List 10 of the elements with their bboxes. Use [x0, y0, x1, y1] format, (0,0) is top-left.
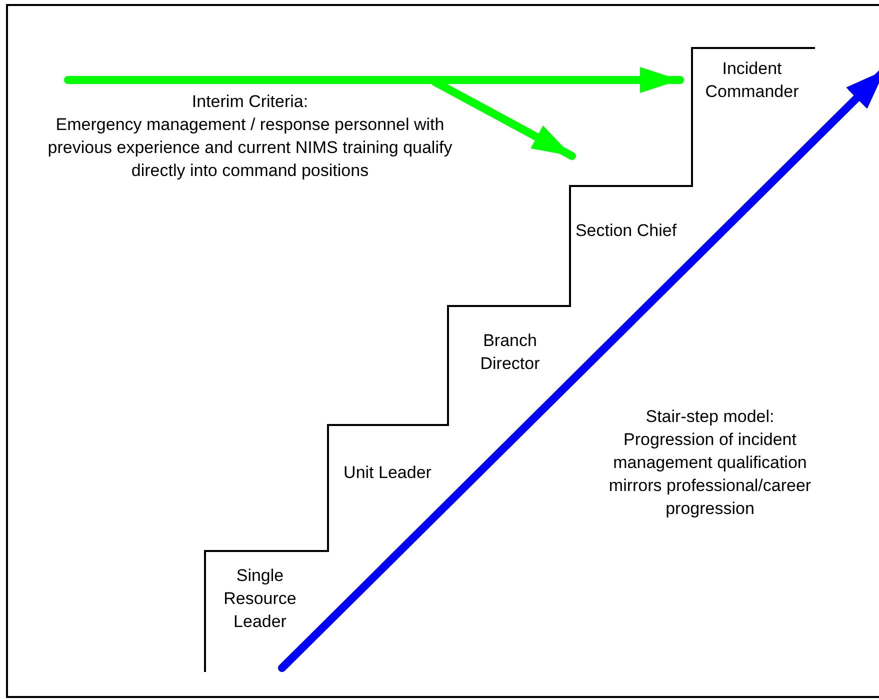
step-label: Branch Director — [455, 327, 565, 377]
note-heading: Interim Criteria: — [190, 91, 310, 113]
step-label: Unit Leader — [335, 447, 440, 497]
note-heading: Stair-step model: — [644, 406, 776, 428]
step-label: Section Chief — [572, 172, 680, 242]
step-label: Incident Commander — [692, 55, 812, 105]
step-label: Single Resource Leader — [210, 560, 310, 636]
note-text: Emergency management / response personnel with previous experience and current NIMS training qualify directly into command positions — [46, 114, 454, 182]
arrow — [64, 67, 684, 93]
note-text: Progression of incident management qualification mirrors professional/career progression — [608, 429, 812, 520]
